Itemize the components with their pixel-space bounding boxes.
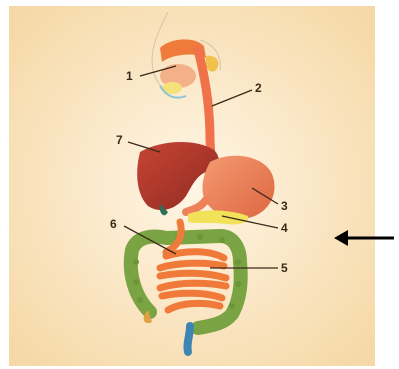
label-2: 2 xyxy=(255,81,262,95)
label-3: 3 xyxy=(281,199,288,213)
label-4: 4 xyxy=(281,221,288,235)
label-5: 5 xyxy=(281,261,288,275)
stomach xyxy=(203,156,275,219)
background-panel xyxy=(9,6,375,366)
label-6: 6 xyxy=(110,217,117,231)
label-7: 7 xyxy=(116,133,123,147)
rectum xyxy=(187,326,190,352)
label-1: 1 xyxy=(126,69,133,83)
